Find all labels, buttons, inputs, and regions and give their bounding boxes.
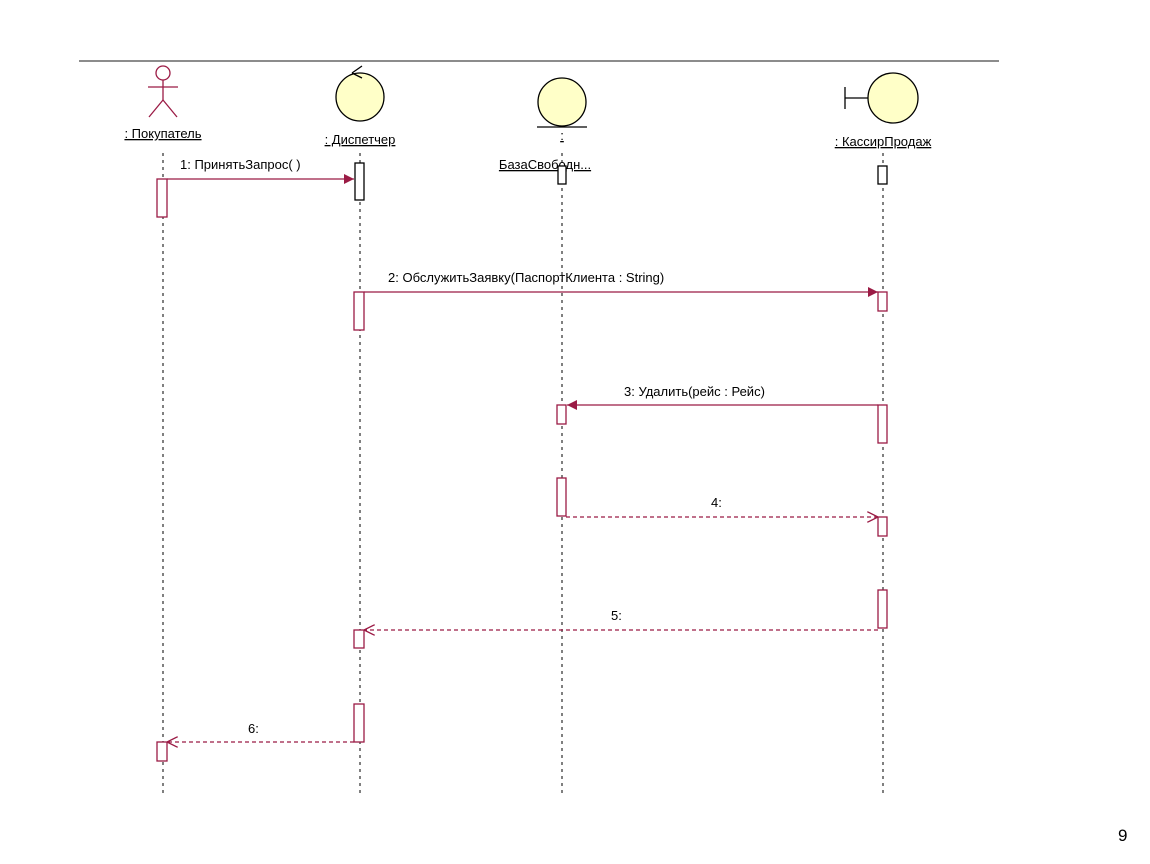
message-3-label: 3: Удалить(рейс : Рейс) bbox=[624, 384, 765, 399]
boundary-icon bbox=[844, 72, 919, 124]
message-5-label: 5: bbox=[611, 608, 622, 623]
object-baza[interactable]: : БазаСвободн... bbox=[499, 77, 591, 172]
message-4-label: 4: bbox=[711, 495, 722, 510]
activation-kassir-0 bbox=[877, 165, 888, 185]
page-number: 9 bbox=[1118, 826, 1128, 845]
activation-pokupatel-1 bbox=[156, 178, 168, 218]
message-6-label: 6: bbox=[248, 721, 259, 736]
object-label-baza-line1: : bbox=[560, 128, 564, 143]
object-label-baza-line2: БазаСвободн... bbox=[499, 157, 591, 172]
activation-baza-3 bbox=[556, 404, 567, 425]
object-label-dispetcher: : Диспетчер bbox=[325, 132, 396, 147]
entity-icon bbox=[537, 77, 587, 128]
activation-kassir-4 bbox=[877, 516, 888, 537]
control-icon bbox=[335, 65, 385, 122]
actor-icon bbox=[148, 65, 178, 118]
activation-dispetcher-0 bbox=[354, 162, 365, 201]
object-kassir[interactable]: : КассирПродаж bbox=[835, 72, 932, 149]
activation-dispetcher-2 bbox=[353, 291, 365, 331]
message-1-label: 1: ПринятьЗапрос( ) bbox=[180, 157, 301, 172]
activation-dispetcher-5 bbox=[353, 629, 365, 649]
activation-pokupatel-6 bbox=[156, 741, 168, 762]
activation-kassir-5 bbox=[877, 589, 888, 629]
object-pokupatel[interactable]: : Покупатель bbox=[124, 65, 202, 141]
object-label-pokupatel: : Покупатель bbox=[124, 126, 201, 141]
activation-kassir-2 bbox=[877, 291, 888, 312]
activation-kassir-3 bbox=[877, 404, 888, 444]
activation-dispetcher-6 bbox=[353, 703, 365, 743]
activation-baza-4 bbox=[556, 477, 567, 517]
object-dispetcher[interactable]: : Диспетчер bbox=[325, 65, 396, 147]
message-2-label: 2: ОбслужитьЗаявку(ПаспортКлиента : Stri… bbox=[388, 270, 664, 285]
object-label-kassir: : КассирПродаж bbox=[835, 134, 932, 149]
activation-baza-0 bbox=[557, 165, 567, 185]
